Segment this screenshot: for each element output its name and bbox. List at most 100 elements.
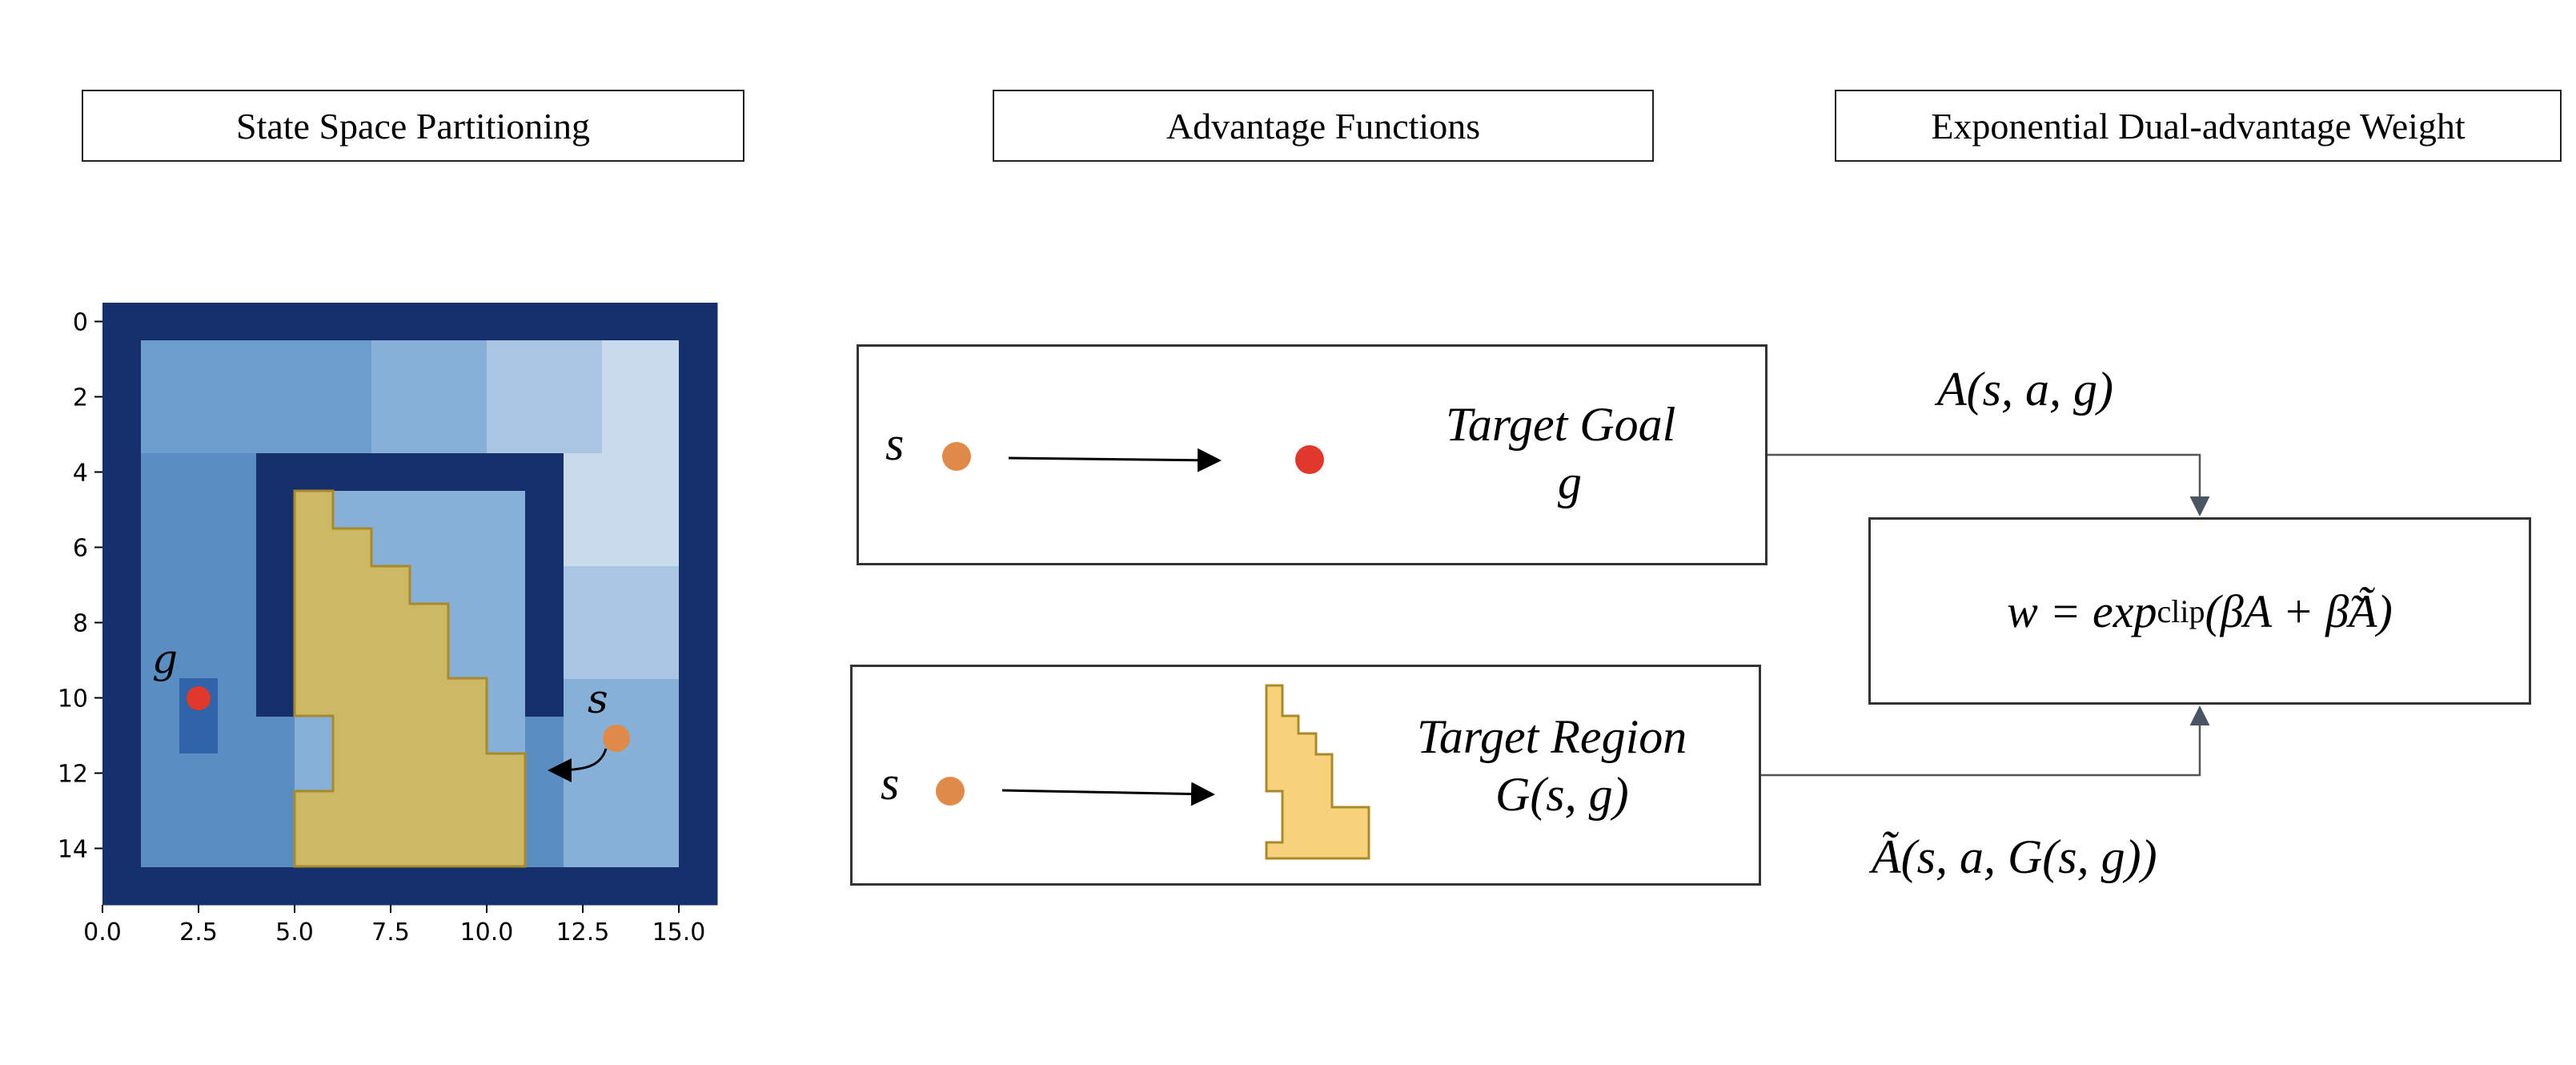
goal-connector bbox=[1767, 453, 2210, 516]
y-tick-label: 10 bbox=[58, 685, 88, 713]
heatmap-cell bbox=[448, 416, 488, 454]
heatmap-cell bbox=[102, 566, 142, 605]
x-tick-label: 7.5 bbox=[371, 918, 410, 946]
heatmap-cell bbox=[102, 303, 142, 341]
header-exponential-weight: Exponential Dual-advantage Weight bbox=[1835, 90, 2562, 162]
heatmap-cell bbox=[679, 340, 718, 379]
y-tick-label: 6 bbox=[73, 535, 88, 563]
heatmap-cell bbox=[640, 453, 680, 492]
heatmap-cell bbox=[256, 566, 295, 605]
heatmap-cell bbox=[371, 453, 411, 492]
heatmap-cell bbox=[410, 566, 449, 605]
heatmap-cell bbox=[179, 528, 219, 567]
target-goal-diagram bbox=[942, 442, 1324, 474]
heatmap-cell bbox=[218, 604, 257, 642]
heatmap-cell bbox=[602, 491, 641, 529]
heatmap-cell bbox=[218, 754, 257, 793]
heatmap-cell bbox=[256, 792, 295, 830]
heatmap-cell bbox=[410, 378, 449, 416]
heatmap-cell bbox=[218, 528, 257, 567]
y-tick-label: 12 bbox=[58, 761, 88, 789]
weight-formula-rhs: (βA + β̃Ã) bbox=[2205, 585, 2393, 637]
heatmap-cell bbox=[218, 792, 257, 830]
heatmap-cell bbox=[487, 340, 526, 379]
heatmap-cell bbox=[141, 528, 180, 567]
heatmap-cell bbox=[102, 416, 142, 454]
heatmap-cell bbox=[679, 641, 718, 680]
heatmap-cell bbox=[640, 604, 680, 642]
heatmap-cell bbox=[679, 754, 718, 793]
heatmap-cell bbox=[487, 378, 526, 416]
heatmap-cell bbox=[602, 566, 641, 605]
heatmap-cell bbox=[679, 303, 718, 341]
heatmap-cell bbox=[179, 867, 219, 906]
heatmap-cell bbox=[679, 453, 718, 492]
heatmap-cell bbox=[410, 416, 449, 454]
heatmap-cell bbox=[679, 604, 718, 642]
heatmap-cell bbox=[564, 679, 603, 717]
heatmap-cell bbox=[564, 641, 603, 680]
heatmap-cell bbox=[564, 491, 603, 529]
heatmap-cell bbox=[102, 491, 142, 529]
heatmap-cell bbox=[371, 867, 411, 906]
heatmap-cell bbox=[525, 867, 564, 906]
heatmap-cell bbox=[448, 453, 488, 492]
heatmap-cell bbox=[602, 830, 641, 868]
state-dot bbox=[936, 777, 965, 806]
heatmap-cell bbox=[564, 792, 603, 830]
heatmap-cell bbox=[602, 679, 641, 717]
heatmap-cell bbox=[679, 491, 718, 529]
heatmap-cell bbox=[564, 717, 603, 755]
heatmap-cell bbox=[141, 566, 180, 605]
heatmap-cell bbox=[525, 641, 564, 680]
heatmap-cell bbox=[602, 604, 641, 642]
heatmap-cell bbox=[102, 604, 142, 642]
heatmap-cell bbox=[141, 679, 180, 717]
heatmap-cell bbox=[525, 792, 564, 830]
x-tick-label: 0.0 bbox=[83, 918, 122, 946]
heatmap-cell bbox=[179, 754, 219, 793]
heatmap-cell bbox=[371, 303, 411, 341]
heatmap-cell bbox=[679, 416, 718, 454]
heatmap-cell bbox=[525, 604, 564, 642]
heatmap-cell bbox=[564, 604, 603, 642]
heatmap-cell bbox=[295, 717, 334, 755]
heatmap-cell bbox=[679, 867, 718, 906]
heatmap-cell bbox=[564, 453, 603, 492]
heatmap-cell bbox=[256, 679, 295, 717]
heatmap-cell bbox=[640, 491, 680, 529]
heatmap-cell bbox=[256, 717, 295, 755]
heatmap-cell bbox=[218, 378, 257, 416]
header-label: Advantage Functions bbox=[1166, 105, 1481, 147]
heatmap-cell bbox=[640, 830, 680, 868]
heatmap-cell bbox=[295, 416, 334, 454]
header-label: Exponential Dual-advantage Weight bbox=[1931, 105, 2466, 147]
region-connector bbox=[1761, 705, 2210, 777]
heatmap-cell bbox=[679, 717, 718, 755]
heatmap-cell bbox=[602, 792, 641, 830]
heatmap-cell bbox=[487, 717, 526, 755]
heatmap-cell bbox=[448, 867, 488, 906]
goal-box-state-label: s bbox=[885, 417, 905, 470]
heatmap-cell bbox=[256, 453, 295, 492]
header-advantage-functions: Advantage Functions bbox=[993, 90, 1654, 162]
heatmap-cell bbox=[371, 528, 411, 567]
heatmap-cell bbox=[333, 416, 372, 454]
heatmap-cell bbox=[179, 641, 219, 680]
heatmap-cell bbox=[487, 679, 526, 717]
heatmap-cell bbox=[256, 378, 295, 416]
y-tick-label: 2 bbox=[73, 384, 88, 412]
heatmap-cell bbox=[640, 754, 680, 793]
heatmap-cell bbox=[102, 453, 142, 492]
target-goal-title: Target Goal bbox=[1446, 398, 1676, 451]
heatmap-cell bbox=[525, 416, 564, 454]
heatmap-cell bbox=[487, 303, 526, 341]
heatmap-cell bbox=[141, 717, 180, 755]
heatmap-cell bbox=[218, 830, 257, 868]
heatmap-cell bbox=[218, 867, 257, 906]
heatmap-cell bbox=[256, 528, 295, 567]
goal-dot bbox=[1295, 445, 1324, 474]
heatmap-cell bbox=[640, 641, 680, 680]
